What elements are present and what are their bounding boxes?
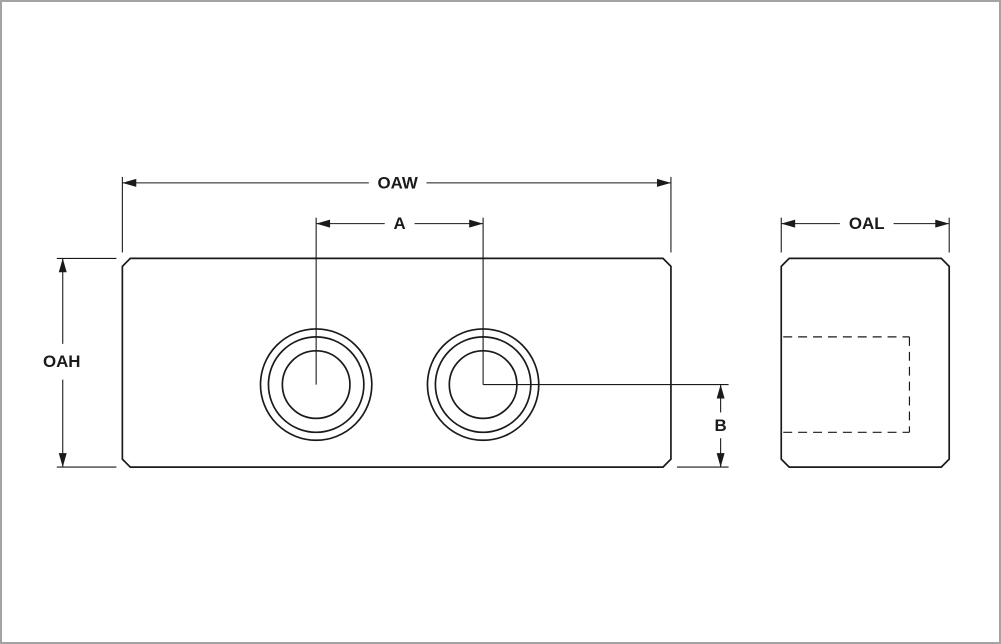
- dim-a: A: [315, 214, 484, 385]
- dim-label-oal: OAL: [849, 214, 885, 233]
- side-view: [780, 257, 951, 468]
- dim-a-arrow-left: [316, 219, 331, 228]
- dim-label-oah: OAH: [43, 352, 81, 371]
- dim-label-a: A: [394, 214, 406, 233]
- front-view: [121, 257, 672, 468]
- dim-oaw-arrow-left: [122, 178, 137, 187]
- dim-b-arrow-top: [716, 384, 725, 399]
- dim-oah-arrow-bottom: [58, 453, 67, 468]
- dim-oal: OAL: [780, 214, 950, 253]
- dim-oaw: OAW: [121, 173, 672, 253]
- dim-oal-arrow-right: [935, 219, 950, 228]
- dim-oah-arrow-top: [58, 258, 67, 273]
- dim-oaw-arrow-right: [657, 178, 671, 187]
- front-view-outline: [121, 257, 672, 468]
- hidden-hole-lines: [783, 336, 911, 433]
- dim-label-b: B: [715, 416, 727, 435]
- side-view-outline: [780, 257, 951, 468]
- dim-a-arrow-right: [469, 219, 484, 228]
- dim-oal-arrow-left: [781, 219, 796, 228]
- dim-b-arrow-bottom: [716, 453, 725, 468]
- dim-label-oaw: OAW: [377, 173, 417, 192]
- dim-b: B: [483, 384, 729, 468]
- dim-oah: OAH: [43, 257, 117, 468]
